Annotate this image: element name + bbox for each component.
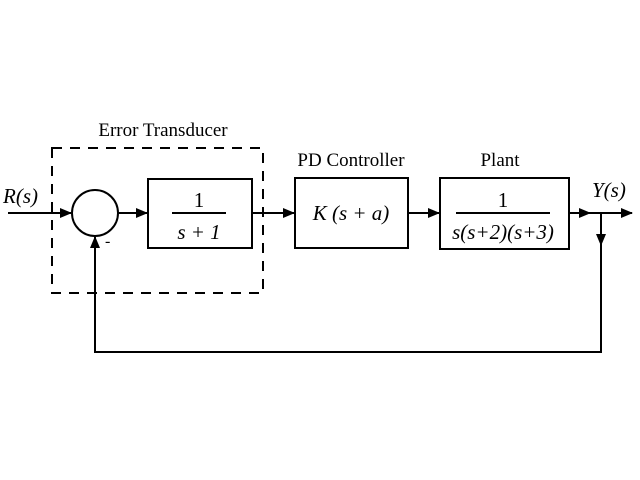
transducer-numerator: 1 <box>194 188 205 212</box>
plant-title: Plant <box>480 150 520 171</box>
output-label: Y(s) <box>592 178 626 202</box>
pd-controller-title: PD Controller <box>297 150 405 171</box>
pd-controller-block[interactable]: K (s + a) <box>294 177 409 249</box>
feedback-path-line <box>94 243 602 353</box>
plant-block[interactable]: 1 s(s+2)(s+3) <box>439 177 570 250</box>
plant-numerator: 1 <box>498 188 509 212</box>
plant-denominator: s(s+2)(s+3) <box>452 220 554 244</box>
input-label: R(s) <box>2 184 38 208</box>
transducer-denominator: s + 1 <box>177 220 220 244</box>
transducer-filter-block[interactable]: 1 s + 1 <box>147 178 253 249</box>
feedback-sign: - <box>105 233 110 250</box>
error-transducer-group <box>51 147 264 294</box>
error-transducer-label: Error Transducer <box>98 120 228 141</box>
pd-controller-expression: K (s + a) <box>312 201 390 225</box>
summing-junction[interactable] <box>71 189 119 237</box>
